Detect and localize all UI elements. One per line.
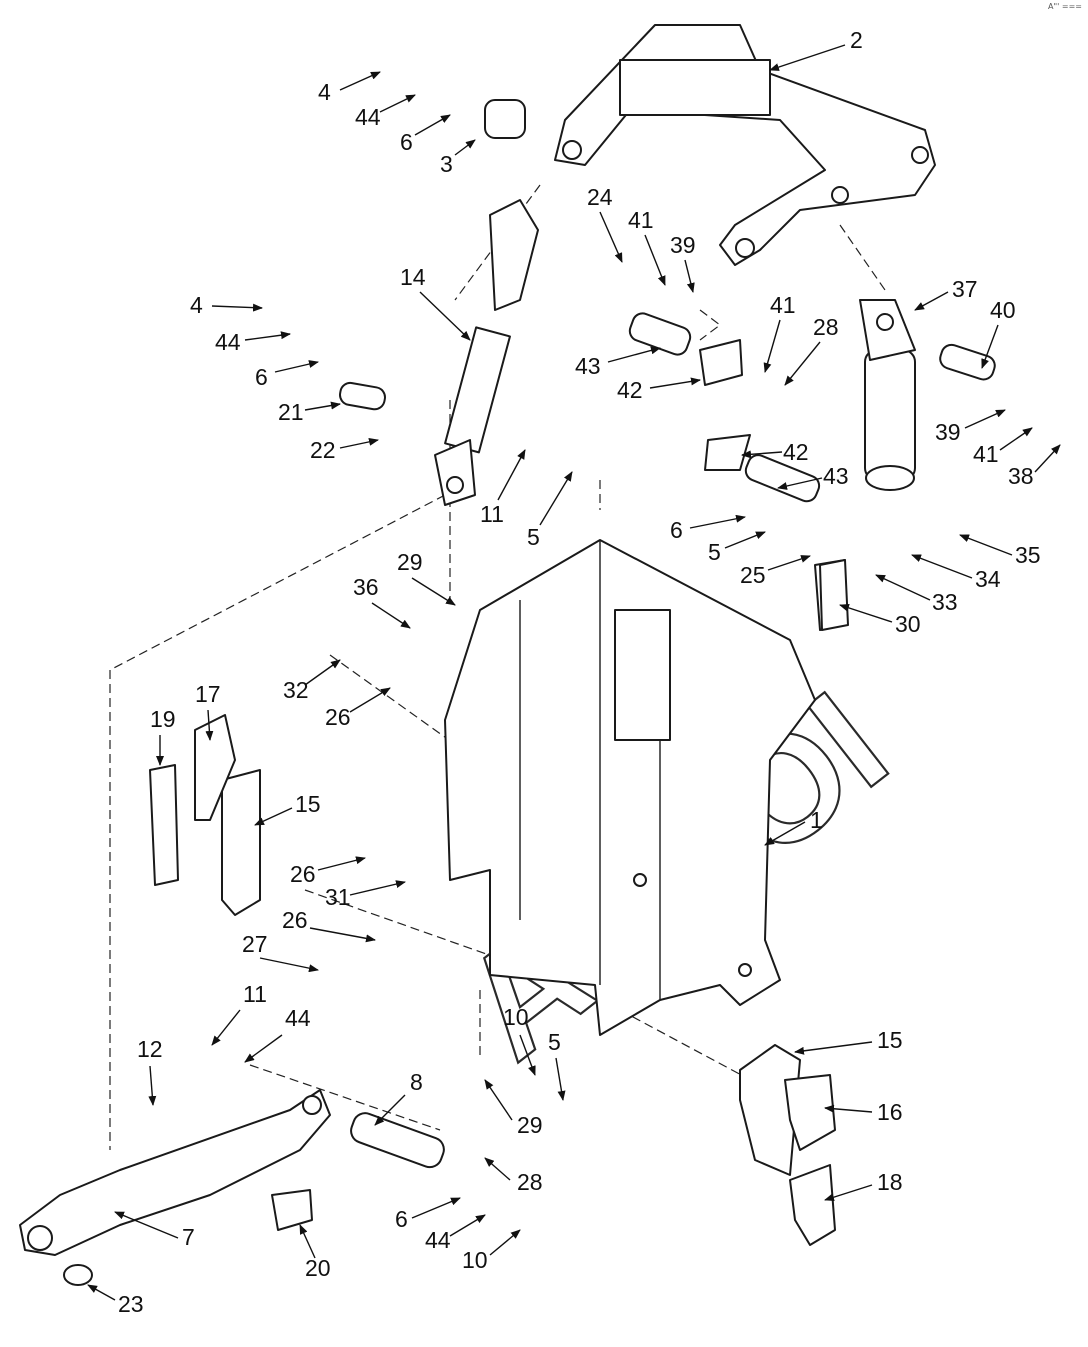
top-link-frame — [554, 24, 936, 266]
callout-28: 28 — [517, 1169, 543, 1195]
main-frame — [444, 539, 816, 1036]
callout-6: 6 — [395, 1206, 408, 1232]
callout-44: 44 — [215, 329, 241, 355]
callout-22: 22 — [310, 437, 336, 463]
callout-3: 3 — [440, 151, 453, 177]
callout-6: 6 — [255, 364, 268, 390]
callout-12: 12 — [137, 1036, 163, 1062]
callout-26: 26 — [325, 704, 351, 730]
callout-23: 23 — [118, 1291, 144, 1317]
callout-36: 36 — [353, 574, 379, 600]
callout-31: 31 — [325, 884, 351, 910]
callout-24: 24 — [587, 184, 613, 210]
callout-40: 40 — [990, 297, 1016, 323]
callout-4: 4 — [318, 79, 331, 105]
callout-27: 27 — [242, 931, 268, 957]
callout-6: 6 — [670, 517, 683, 543]
callout-32: 32 — [283, 677, 309, 703]
callout-44: 44 — [285, 1005, 311, 1031]
callout-26: 26 — [290, 861, 316, 887]
callout-25: 25 — [740, 562, 766, 588]
callout-11: 11 — [480, 501, 504, 527]
callout-35: 35 — [1015, 542, 1041, 568]
callout-26: 26 — [282, 907, 308, 933]
callout-29: 29 — [517, 1112, 543, 1138]
callout-15: 15 — [295, 791, 321, 817]
lower-link — [19, 1089, 331, 1286]
callout-44: 44 — [355, 104, 381, 130]
callout-7: 7 — [182, 1224, 195, 1250]
callout-5: 5 — [548, 1029, 561, 1055]
link-plate — [819, 559, 849, 631]
callout-14: 14 — [400, 264, 426, 290]
callout-39: 39 — [670, 232, 696, 258]
callout-33: 33 — [932, 589, 958, 615]
callout-15: 15 — [877, 1027, 903, 1053]
callout-41: 41 — [628, 207, 654, 233]
callout-16: 16 — [877, 1099, 903, 1125]
callout-38: 38 — [1008, 463, 1034, 489]
turnbuckle-top-link — [434, 199, 539, 506]
callout-2: 2 — [850, 27, 863, 53]
callout-10: 10 — [503, 1004, 529, 1030]
callout-44: 44 — [425, 1227, 451, 1253]
callout-39: 39 — [935, 419, 961, 445]
callout-30: 30 — [895, 611, 921, 637]
callout-10: 10 — [462, 1247, 488, 1273]
callout-29: 29 — [397, 549, 423, 575]
callout-21: 21 — [278, 399, 304, 425]
callout-5: 5 — [708, 539, 721, 565]
callout-4: 4 — [190, 292, 203, 318]
callout-labels: 2 4 44 6 3 24 41 39 14 4 44 6 21 22 37 4… — [87, 27, 1061, 1317]
callout-17: 17 — [195, 681, 221, 707]
callout-18: 18 — [877, 1169, 903, 1195]
callout-43: 43 — [823, 463, 849, 489]
callout-34: 34 — [975, 566, 1001, 592]
callout-42: 42 — [617, 377, 643, 403]
callout-43: 43 — [575, 353, 601, 379]
callout-20: 20 — [305, 1255, 331, 1281]
callout-11: 11 — [243, 981, 267, 1007]
wear-plates — [149, 714, 836, 1246]
callout-1: 1 — [810, 807, 823, 833]
callout-19: 19 — [150, 706, 176, 732]
callout-42: 42 — [783, 439, 809, 465]
callout-28: 28 — [813, 314, 839, 340]
callout-5: 5 — [527, 524, 540, 550]
callout-41: 41 — [973, 441, 999, 467]
callout-8: 8 — [410, 1069, 423, 1095]
callout-41: 41 — [770, 292, 796, 318]
hydraulic-cylinder — [859, 299, 916, 491]
callout-37: 37 — [952, 276, 978, 302]
corner-mark: A"' === — [1047, 2, 1082, 11]
callout-6: 6 — [400, 129, 413, 155]
